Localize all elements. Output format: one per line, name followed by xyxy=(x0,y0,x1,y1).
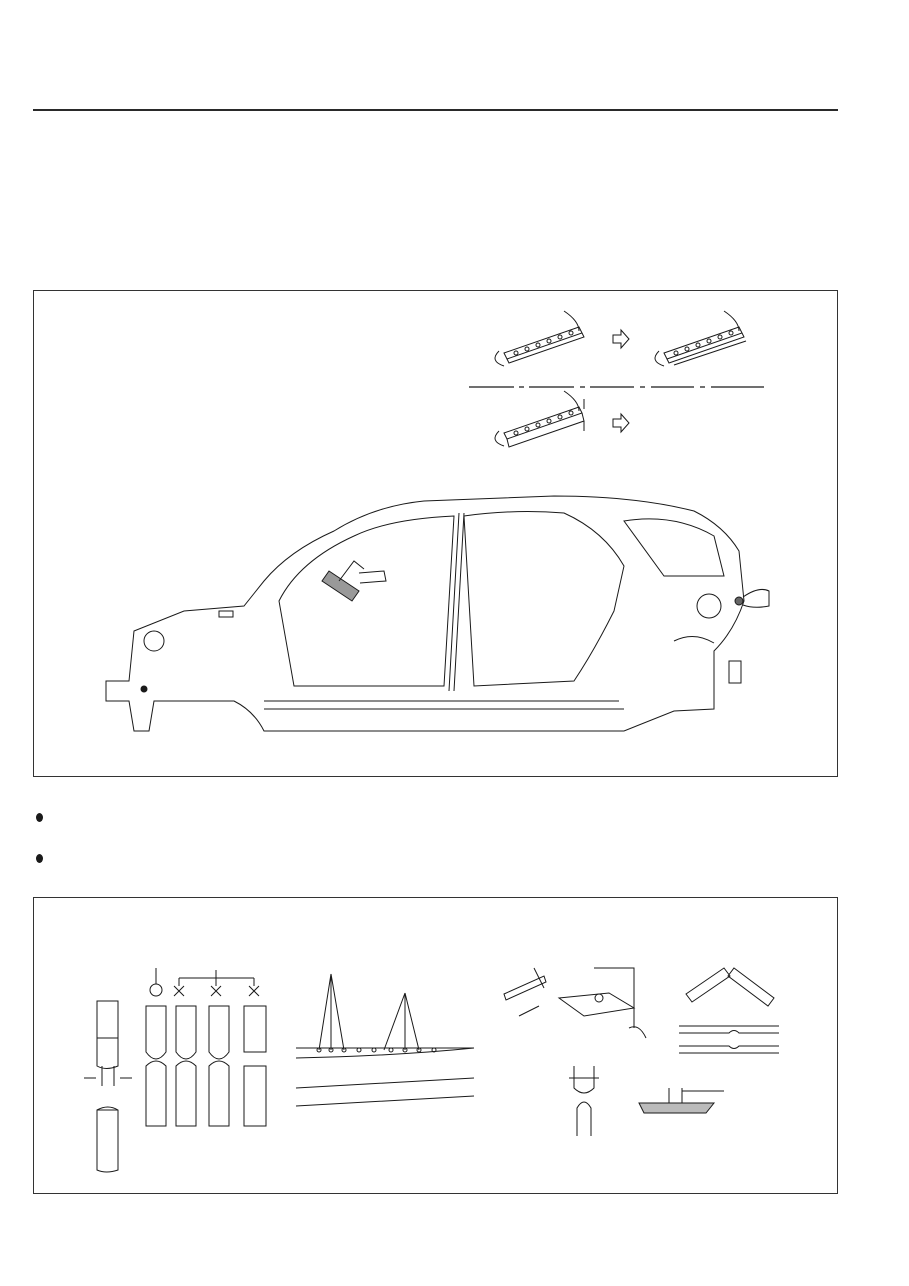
illustration-frame-top xyxy=(33,290,838,777)
bullet-icon xyxy=(36,854,43,863)
weld-section-icon xyxy=(639,1088,724,1113)
body-side-outer-panel xyxy=(106,496,744,731)
spot-weld-flange-icon xyxy=(495,311,584,366)
rocker-panel-weld-spots xyxy=(296,974,474,1106)
weld-nugget-ng-icon xyxy=(174,970,266,1126)
arrow-right-icon xyxy=(613,330,629,348)
hand-tool-icon xyxy=(735,589,769,607)
spot-weld-flange-icon xyxy=(655,311,746,366)
hammer-chisel-icon xyxy=(504,968,646,1038)
spot-weld-peel-icon xyxy=(679,968,779,1053)
spot-weld-inspection-illustration xyxy=(34,898,837,1193)
header-rule xyxy=(33,109,838,111)
arrow-right-icon xyxy=(613,414,629,432)
bullet-icon xyxy=(36,813,43,822)
spot-weld-gun-icon xyxy=(322,561,386,601)
weld-nugget-ok-icon xyxy=(84,968,166,1172)
electrode-tip-icon xyxy=(569,1066,599,1136)
illustration-frame-bottom xyxy=(33,897,838,1194)
body-side-welding-illustration xyxy=(34,291,837,776)
spot-weld-flange-icon xyxy=(495,391,584,447)
